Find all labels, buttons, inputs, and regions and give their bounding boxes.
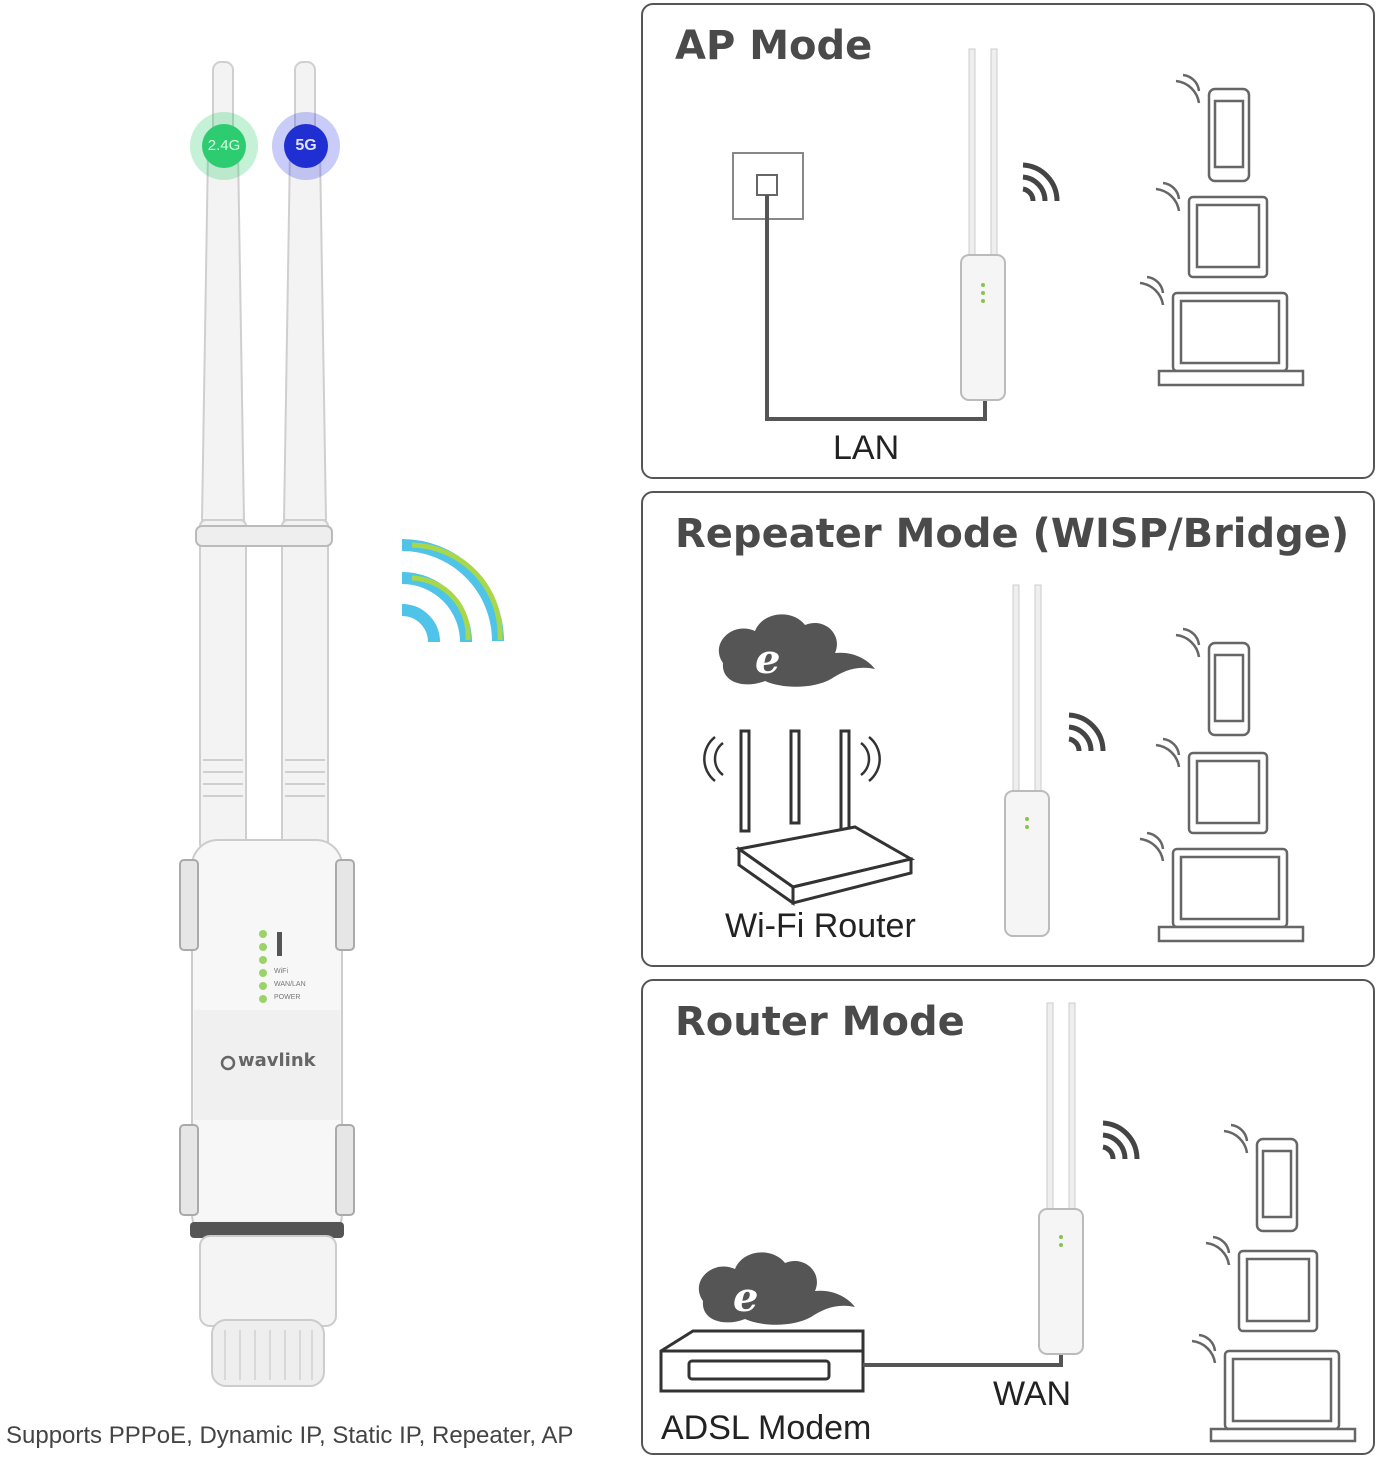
panel-title: Router Mode bbox=[675, 999, 965, 1045]
internet-cloud-icon: e bbox=[698, 1252, 855, 1325]
led-label-wan-lan: WAN/LAN bbox=[274, 981, 306, 988]
badge-label: 2.4G bbox=[202, 124, 246, 168]
tablet-icon bbox=[1155, 737, 1269, 835]
panel-title: Repeater Mode (WISP/Bridge) bbox=[675, 511, 1350, 557]
wifi-signal-icon bbox=[1022, 162, 1060, 202]
access-point-icon bbox=[1038, 1002, 1084, 1355]
tablet-icon bbox=[1155, 181, 1269, 279]
phone-icon bbox=[1175, 73, 1251, 183]
wan-label: WAN bbox=[993, 1375, 1072, 1413]
adsl-modem-icon bbox=[659, 1329, 865, 1393]
wifi-router-icon bbox=[703, 729, 916, 906]
router-mode-diagram: e bbox=[659, 1002, 1357, 1443]
ap-mode-diagram bbox=[732, 48, 1305, 421]
tablet-icon bbox=[1205, 1235, 1319, 1333]
repeater-mode-diagram: e bbox=[703, 584, 1305, 943]
panel-repeater-mode: Repeater Mode (WISP/Bridge) e bbox=[641, 491, 1375, 967]
antenna-right bbox=[281, 61, 329, 851]
wifi-router-label: Wi-Fi Router bbox=[725, 907, 916, 945]
laptop-icon bbox=[1191, 1333, 1357, 1443]
phone-icon bbox=[1223, 1123, 1299, 1233]
led-label-wifi: WiFi bbox=[274, 968, 288, 975]
panel-ap-mode: AP Mode bbox=[641, 3, 1375, 479]
svg-text:e: e bbox=[755, 636, 780, 683]
led-label-power: POWER bbox=[274, 994, 301, 1001]
laptop-icon bbox=[1139, 831, 1305, 943]
laptop-icon bbox=[1139, 275, 1305, 387]
svg-text:e: e bbox=[733, 1274, 758, 1321]
feature-caption: Supports PPPoE, Dynamic IP, Static IP, R… bbox=[6, 1422, 574, 1449]
badge-2-4g: 2.4G bbox=[190, 112, 258, 180]
wifi-signal-icon bbox=[1068, 712, 1106, 752]
lan-label: LAN bbox=[833, 429, 900, 467]
adsl-modem-label: ADSL Modem bbox=[661, 1409, 872, 1447]
wifi-signal-icon bbox=[1102, 1120, 1140, 1160]
wifi-icon bbox=[401, 539, 504, 643]
panel-title: AP Mode bbox=[675, 23, 873, 69]
panel-router-mode: Router Mode e bbox=[641, 979, 1375, 1455]
status-leds bbox=[259, 930, 282, 1003]
device-illustration: 2.4G 5G WiFi WAN/LAN POWER wavlink bbox=[0, 0, 620, 1410]
outdoor-access-point-image bbox=[179, 61, 504, 1387]
access-point-icon bbox=[960, 48, 1006, 401]
internet-cloud-icon: e bbox=[718, 614, 875, 687]
badge-5g: 5G bbox=[272, 112, 340, 180]
badge-label: 5G bbox=[284, 124, 328, 168]
access-point-icon bbox=[1004, 584, 1050, 937]
antenna-left bbox=[199, 61, 247, 851]
phone-icon bbox=[1175, 627, 1251, 737]
brand-logo-text: wavlink bbox=[238, 1050, 316, 1071]
